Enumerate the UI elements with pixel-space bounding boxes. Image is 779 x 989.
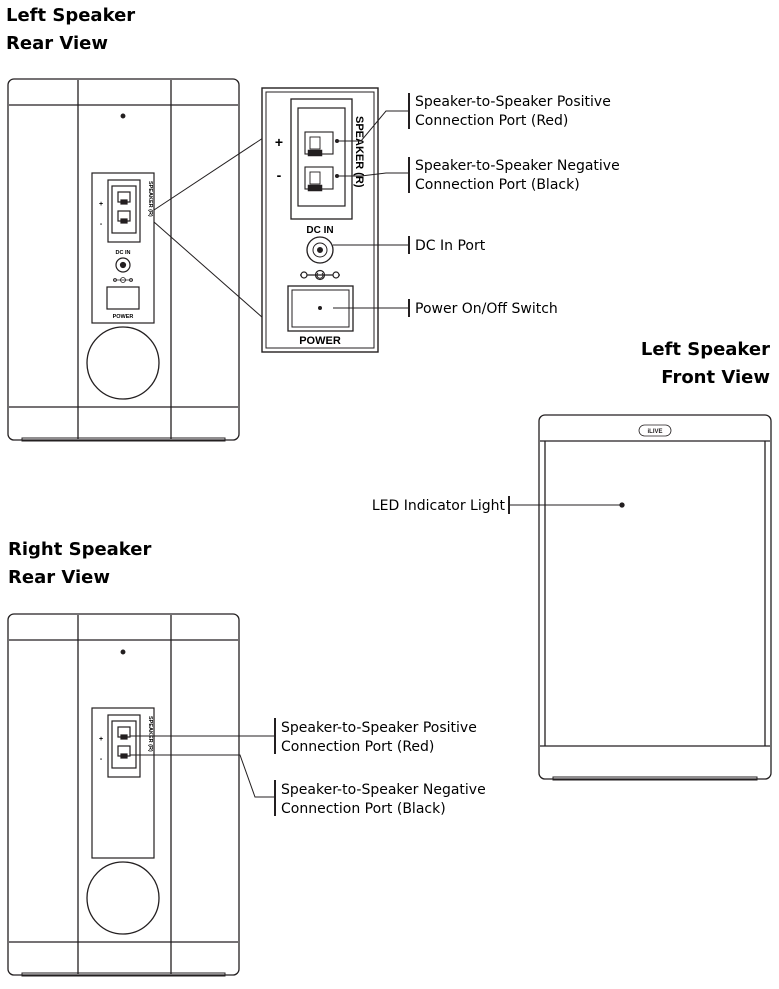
callout-left-positive-line2: Connection Port (Red): [415, 113, 568, 129]
left-rear-polarity-icon: [113, 277, 133, 283]
right-callout-leaders: [130, 718, 276, 816]
zoom-leader-lines: [153, 137, 264, 319]
left-callout-leaders: [333, 93, 410, 317]
callout-right-positive-line2: Connection Port (Red): [281, 739, 434, 755]
enlarged-panel-minus: -: [277, 167, 282, 183]
left-rear-panel-power-label: POWER: [113, 314, 134, 320]
left-rear-panel-plus: +: [99, 201, 103, 208]
right-rear-panel-plus: +: [99, 736, 103, 743]
right-rear-heading-line2: Rear View: [8, 567, 110, 588]
left-front-heading-line2: Front View: [661, 367, 770, 388]
left-rear-panel-speaker-label: SPEAKER (R): [147, 181, 153, 217]
callout-left-negative-line2: Connection Port (Black): [415, 177, 580, 193]
left-rear-heading-line2: Rear View: [6, 33, 108, 54]
right-rear-panel-minus: -: [100, 756, 103, 763]
callout-power-switch: Power On/Off Switch: [415, 301, 558, 317]
callout-dc-in-port: DC In Port: [415, 238, 486, 254]
left-rear-panel-minus: -: [100, 221, 103, 228]
led-callout-leader: [508, 496, 620, 514]
left-rear-panel: [91, 172, 155, 324]
left-front-speaker: [538, 414, 772, 781]
callout-left-positive-line1: Speaker-to-Speaker Positive: [415, 94, 611, 110]
callout-left-negative-line1: Speaker-to-Speaker Negative: [415, 158, 620, 174]
svg-text:iLIVE: iLIVE: [647, 429, 662, 435]
right-rear-heading-line1: Right Speaker: [8, 539, 151, 560]
right-rear-panel-speaker-label: SPEAKER (R): [147, 716, 153, 752]
left-positive-marker: [335, 139, 339, 143]
enlarged-panel-speaker-label: SPEAKER (R): [353, 116, 365, 188]
enlarged-polarity-icon: [300, 269, 340, 281]
enlarged-panel-plus: +: [275, 134, 283, 150]
callout-led-light: LED Indicator Light: [372, 498, 506, 514]
enlarged-panel-dcin-label: DC IN: [306, 225, 333, 236]
callout-right-negative-line2: Connection Port (Black): [281, 801, 446, 817]
left-front-heading-line1: Left Speaker: [641, 339, 770, 360]
left-rear-heading-line1: Left Speaker: [6, 5, 135, 26]
left-rear-panel-dcin-label: DC IN: [116, 250, 131, 256]
brand-logo: iLIVE: [638, 424, 672, 437]
enlarged-panel-power-label: POWER: [299, 335, 341, 347]
callout-right-negative-line1: Speaker-to-Speaker Negative: [281, 782, 486, 798]
left-negative-marker: [335, 174, 339, 178]
callout-right-positive-line1: Speaker-to-Speaker Positive: [281, 720, 477, 736]
right-rear-panel: [91, 707, 155, 859]
